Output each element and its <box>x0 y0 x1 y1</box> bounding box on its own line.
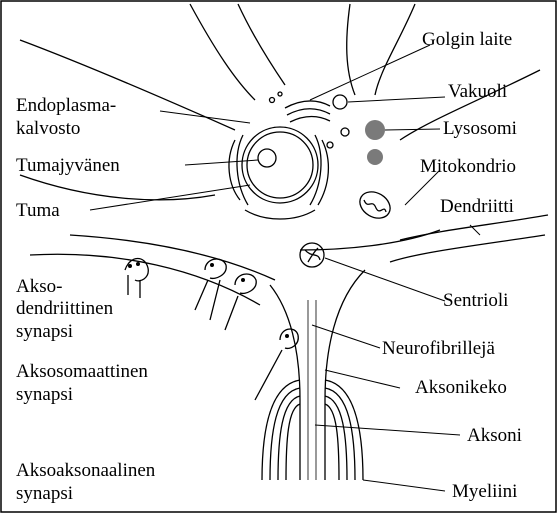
label-golgi: Golgin laite <box>422 29 512 50</box>
dendrite-top-left-inner <box>238 4 285 85</box>
leader-lysosomi <box>385 129 440 130</box>
myelin-arc-4 <box>286 404 300 480</box>
leader-neurofibrillej <box>312 325 380 348</box>
axosomatic-fibres <box>195 280 238 330</box>
label-akso-2: dendriittinen <box>16 298 114 319</box>
label-endoplasma-2: kalvosto <box>16 118 80 139</box>
golgi-2 <box>287 109 330 115</box>
vacuole-shape <box>333 95 347 109</box>
vacuole-small-2 <box>327 142 333 148</box>
dendrite-right-lowest <box>390 235 545 262</box>
label-aksonikeko: Aksonikeko <box>415 377 507 398</box>
label-tumajyvanen: Tumajyvänen <box>16 155 120 176</box>
label-akso-1: Akso- <box>16 276 62 297</box>
label-tuma: Tuma <box>16 200 60 221</box>
leader-endoplasma <box>160 111 250 123</box>
synapse-vesicle-1 <box>128 264 132 268</box>
golgi-1 <box>285 101 330 108</box>
neuron-outline <box>20 4 548 480</box>
synapse-vesicle-3 <box>210 263 214 267</box>
lysosome-dot-2 <box>367 149 383 165</box>
leader-vakuoli <box>348 97 445 102</box>
label-aksosomaattinen-2: synapsi <box>16 384 73 405</box>
myelin-arc-7 <box>325 396 347 480</box>
vesicle-2 <box>278 92 282 96</box>
er-stroke-4 <box>310 135 321 205</box>
nucleus-outer <box>242 127 318 203</box>
dendrite-top-right <box>375 4 415 95</box>
leader-myeliini <box>363 480 445 491</box>
myelin-arc-8 <box>325 404 339 480</box>
dendrite-left-mid <box>70 235 275 280</box>
myelin-arc-3 <box>278 396 300 480</box>
synapse-vesicle-4 <box>241 278 245 282</box>
label-aksosomaattinen-1: Aksosomaattinen <box>16 361 148 382</box>
mitochondrion-cristae <box>364 200 386 212</box>
label-aksoaksonaalinen-1: Aksoaksonaalinen <box>16 460 156 481</box>
label-akso-3: synapsi <box>16 321 73 342</box>
label-aksoni: Aksoni <box>467 425 522 446</box>
axoaxonal-fibre <box>255 350 282 400</box>
label-sentrioli: Sentrioli <box>443 290 508 311</box>
axosomatic-bouton-1 <box>205 259 226 278</box>
label-aksoaksonaalinen-2: synapsi <box>16 483 73 504</box>
leader-sentrioli <box>325 258 445 301</box>
vesicle-1 <box>270 98 275 103</box>
label-dendriitti: Dendriitti <box>440 196 514 217</box>
axodendritic-terminal <box>128 275 140 298</box>
label-neurofibrillej: Neurofibrillejä <box>382 338 495 359</box>
synapse-vesicle-2 <box>136 262 140 266</box>
axon-left-edge <box>270 285 300 480</box>
dendrite-left-lower <box>20 175 215 200</box>
synapse-vesicle-5 <box>285 334 289 338</box>
axosomatic-bouton-2 <box>235 274 256 293</box>
label-lysosomi: Lysosomi <box>443 118 517 139</box>
lysosome-dot-1 <box>365 120 385 140</box>
leader-golgi <box>310 45 430 100</box>
label-myeliini: Myeliini <box>452 481 517 502</box>
label-endoplasma-1: Endoplasma- <box>16 95 116 116</box>
leader-aksonikeko <box>325 370 400 388</box>
golgi-3 <box>290 117 330 122</box>
nucleolus <box>258 149 276 167</box>
er-stroke-5 <box>245 210 315 219</box>
nucleus-inner <box>247 132 313 198</box>
label-mitokondrio: Mitokondrio <box>420 156 516 177</box>
vacuole-small-1 <box>341 128 349 136</box>
axoaxonal-bouton <box>280 329 298 348</box>
label-vakuoli: Vakuoli <box>448 81 507 102</box>
